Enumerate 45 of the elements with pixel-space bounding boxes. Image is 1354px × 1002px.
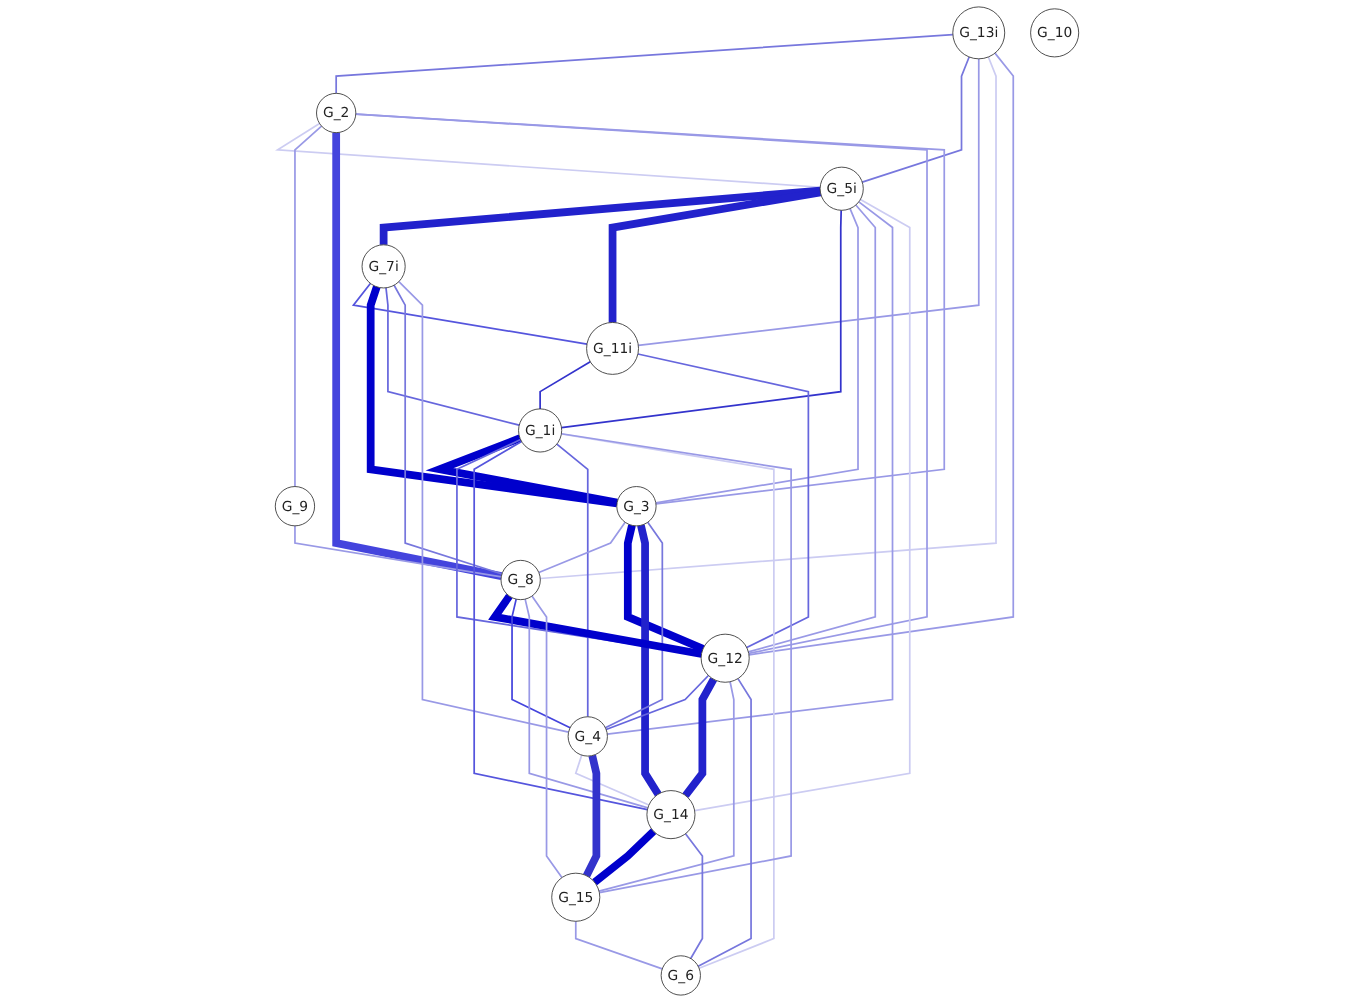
connector: [605, 674, 710, 731]
connector: [393, 284, 503, 575]
connector: [473, 440, 649, 811]
connector: [604, 521, 664, 729]
connector: [654, 207, 859, 504]
connector: [275, 122, 822, 189]
connector: [385, 286, 521, 426]
connector: [351, 282, 588, 345]
connector: [592, 828, 657, 886]
connector: [354, 113, 946, 505]
connector: [598, 680, 735, 892]
connector: [398, 280, 570, 733]
connector: [379, 186, 821, 245]
connector: [693, 198, 911, 812]
connector: [861, 56, 970, 183]
connector: [366, 285, 618, 508]
connector: [574, 920, 664, 970]
connector: [560, 432, 792, 894]
connector: [637, 524, 662, 797]
connector: [560, 209, 843, 429]
connector: [697, 677, 752, 968]
connector: [332, 132, 503, 580]
connector: [748, 52, 1015, 656]
connector: [294, 125, 323, 488]
connector: [335, 33, 954, 95]
connector: [539, 360, 592, 410]
connector: [747, 204, 877, 653]
connector: [606, 200, 894, 735]
connector: [684, 832, 704, 960]
connector: [682, 677, 717, 798]
connector: [608, 188, 822, 323]
connector: [583, 754, 601, 878]
connector: [560, 433, 775, 970]
connector: [539, 56, 997, 580]
connector: [488, 593, 703, 658]
connector: [623, 524, 705, 653]
connector: [511, 598, 571, 729]
connector: [574, 754, 650, 806]
connector: [637, 57, 980, 347]
connector: [294, 525, 503, 578]
connector: [637, 353, 810, 649]
connector: [556, 443, 589, 718]
connector: [538, 521, 627, 574]
connector: [531, 595, 563, 879]
connector: [524, 598, 649, 809]
